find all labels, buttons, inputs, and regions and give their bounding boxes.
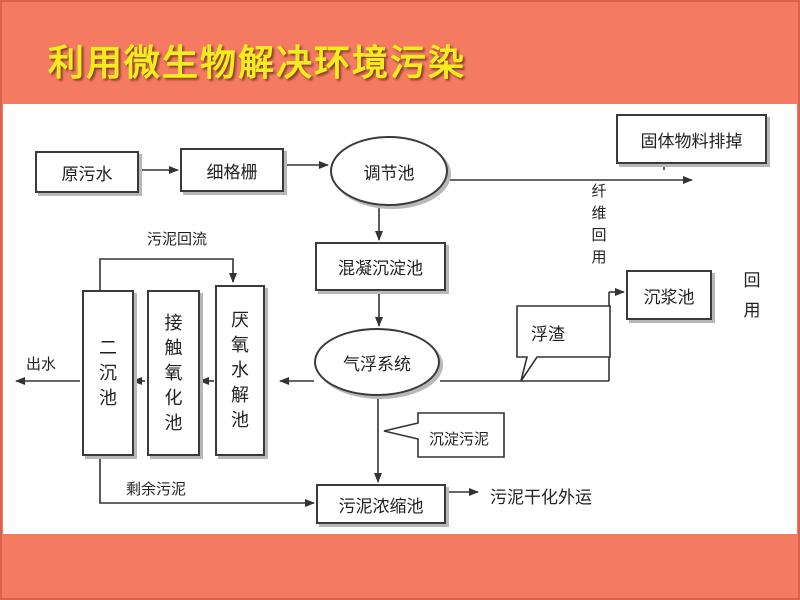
label-reuse: 回 用 [740,266,764,326]
contact-oxidation-char-3: 氧 [164,362,183,384]
reuse-char-2: 用 [743,301,761,321]
contact-oxidation-char-2: 触 [164,337,183,359]
node-anaerobic-tank: 厌 氧 水 解 池 [215,285,265,456]
node-sludge-thickener-label: 污泥浓缩池 [338,496,424,517]
node-contact-oxidation-tank: 接 触 氧 化 池 [147,290,200,456]
node-secondary-settling-tank: 二 沉 池 [82,290,134,456]
fiber-reuse-char-1: 纤 [591,182,607,200]
secondary-settling-char-3: 池 [99,387,117,409]
sludge-callout-shape [383,412,505,458]
fiber-reuse-char-4: 用 [591,248,607,266]
arrow-excess-sludge [99,456,315,507]
node-grille: 细格栅 [180,148,284,192]
contact-oxidation-char-1: 接 [164,312,183,334]
anaerobic-char-1: 厌 [231,310,249,331]
secondary-settling-char-1: 二 [99,337,117,359]
label-effluent: 出水 [26,355,57,373]
node-air-flotation: 气浮系统 [314,328,440,396]
node-solids-discharge: 固体物料排掉 [616,114,767,164]
contact-oxidation-char-5: 池 [164,412,183,434]
label-fiber-reuse: 纤 维 回 用 [588,180,610,268]
node-pulp-tank-label: 沉浆池 [643,287,695,308]
node-air-flotation-label: 气浮系统 [343,354,411,375]
anaerobic-char-2: 氧 [231,335,249,356]
scum-callout-shape [516,305,611,382]
fiber-reuse-char-2: 维 [591,204,607,222]
node-raw-water-label: 原污水 [61,164,113,185]
anaerobic-char-3: 水 [231,360,249,381]
fiber-reuse-char-3: 回 [591,226,607,244]
node-regulating-tank-label: 调节池 [363,163,415,184]
arrow-sludge-return [99,258,237,290]
label-excess-sludge: 剩余污泥 [126,480,187,498]
node-coagulation-tank-label: 混凝沉淀池 [338,259,423,279]
contact-oxidation-char-4: 化 [164,387,183,409]
anaerobic-char-4: 解 [231,385,249,406]
node-solids-discharge-label: 固体物料排掉 [640,131,743,152]
node-coagulation-tank: 混凝沉淀池 [315,242,446,291]
anaerobic-char-5: 池 [231,410,249,431]
node-scum-label: 浮渣 [531,325,565,345]
node-regulating-tank: 调节池 [330,136,448,206]
node-raw-water: 原污水 [35,151,139,193]
node-settled-sludge-label: 沉淀污泥 [429,430,490,448]
node-sludge-thickener: 污泥浓缩池 [316,484,446,524]
node-pulp-tank: 沉浆池 [626,270,712,320]
slide-title: 利用微生物解决环境污染 [48,43,467,84]
label-sludge-return: 污泥回流 [147,230,208,248]
secondary-settling-char-2: 沉 [99,362,117,384]
label-sludge-drying: 污泥干化外运 [490,488,592,508]
reuse-char-1: 回 [743,271,761,291]
node-grille-label: 细格栅 [206,162,258,183]
